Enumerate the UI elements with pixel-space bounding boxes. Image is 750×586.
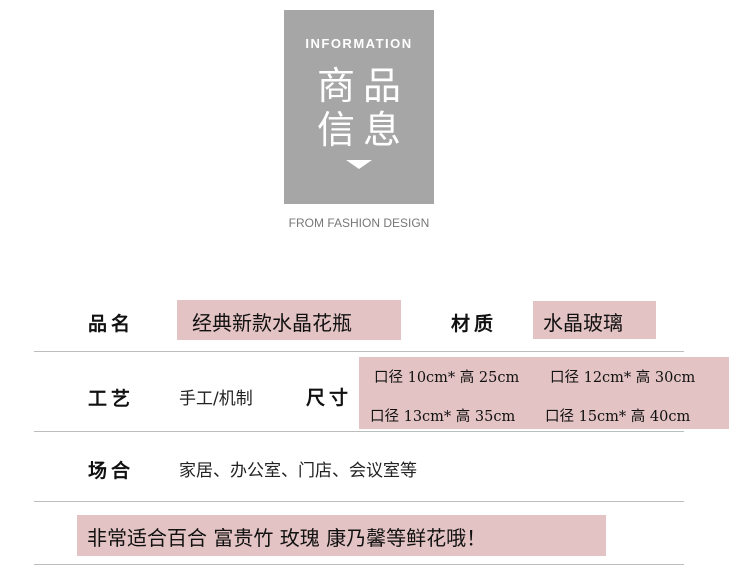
- row-divider: [34, 431, 684, 432]
- row-divider: [34, 564, 684, 565]
- info-title-line1: 商品: [316, 64, 409, 108]
- material-value-highlight: [533, 301, 656, 339]
- occasion-value: 家居、办公室、门店、会议室等: [179, 461, 417, 481]
- craft-value: 手工/机制: [179, 389, 253, 409]
- name-value-highlight: [177, 300, 401, 340]
- name-label: 品名: [88, 313, 135, 335]
- information-eyebrow: INFORMATION: [305, 36, 413, 51]
- information-header-box: INFORMATION 商品 信息: [284, 10, 434, 204]
- name-value: 经典新款水晶花瓶: [192, 311, 352, 335]
- size-item: 口径 10cm* 高 25cm: [374, 370, 520, 386]
- size-label: 尺寸: [306, 387, 353, 409]
- size-item: 口径 15cm* 高 40cm: [545, 409, 691, 425]
- size-item: 口径 12cm* 高 30cm: [550, 370, 696, 386]
- size-values-highlight: [359, 357, 729, 429]
- info-title-line2: 信息: [316, 108, 409, 152]
- craft-label: 工艺: [88, 388, 135, 410]
- triangle-down-icon: [346, 160, 372, 169]
- material-label: 材质: [451, 313, 498, 335]
- occasion-label: 场合: [88, 460, 135, 482]
- material-value: 水晶玻璃: [543, 311, 623, 335]
- row-divider: [34, 351, 684, 352]
- footer-note: 非常适合百合 富贵竹 玫瑰 康乃馨等鲜花哦！: [87, 526, 487, 550]
- row-divider: [34, 501, 684, 502]
- size-item: 口径 13cm* 高 35cm: [370, 409, 516, 425]
- header-subtitle: FROM FASHION DESIGN: [288, 216, 430, 230]
- footer-note-highlight: [77, 515, 606, 556]
